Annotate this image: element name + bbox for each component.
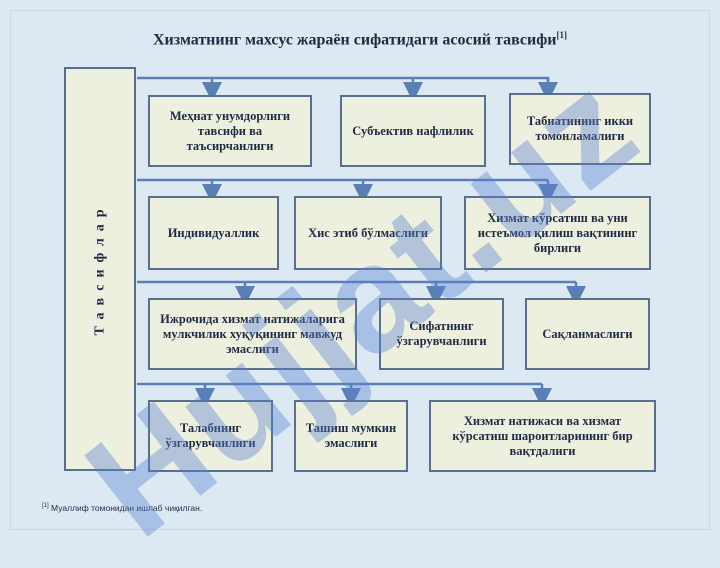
connector-lines bbox=[137, 76, 586, 408]
box-non-transportability: Ташиш мумкин эмаслиги bbox=[294, 400, 408, 472]
page-title: Хизматнинг махсус жараён сифатидаги асос… bbox=[152, 30, 568, 49]
box-quality-variability: Сифатнинг ўзгарувчанлиги bbox=[379, 298, 504, 370]
connector-row-1 bbox=[137, 76, 550, 94]
side-label-box: Тавсифлар bbox=[64, 67, 136, 471]
box-no-ownership: Ижрочида хизмат натижаларига мулкчилик х… bbox=[148, 298, 357, 370]
box-labor-productivity: Меҳнат унумдорлиги тавсифи ва таъсирчанл… bbox=[148, 95, 312, 167]
box-result-conditions: Хизмат натижаси ва хизмат кўрсатиш шарои… bbox=[429, 400, 656, 472]
box-intangibility: Хис этиб бўлмаслиги bbox=[294, 196, 442, 270]
slide-frame bbox=[10, 10, 710, 530]
box-dual-nature: Табиатининг икки томонламалиги bbox=[509, 93, 651, 165]
box-simultaneity: Хизмат кўрсатиш ва уни истеъмол қилиш ва… bbox=[464, 196, 651, 270]
footnote: [1] Муаллиф томонидан ишлаб чиқилган. bbox=[42, 503, 203, 513]
box-demand-variability: Талабнинг ўзгарувчанлиги bbox=[148, 400, 273, 472]
box-subjective-utility: Субъектив нафлилик bbox=[340, 95, 486, 167]
box-individuality: Индивидуаллик bbox=[148, 196, 279, 270]
box-perishability: Сақланмаслиги bbox=[525, 298, 650, 370]
